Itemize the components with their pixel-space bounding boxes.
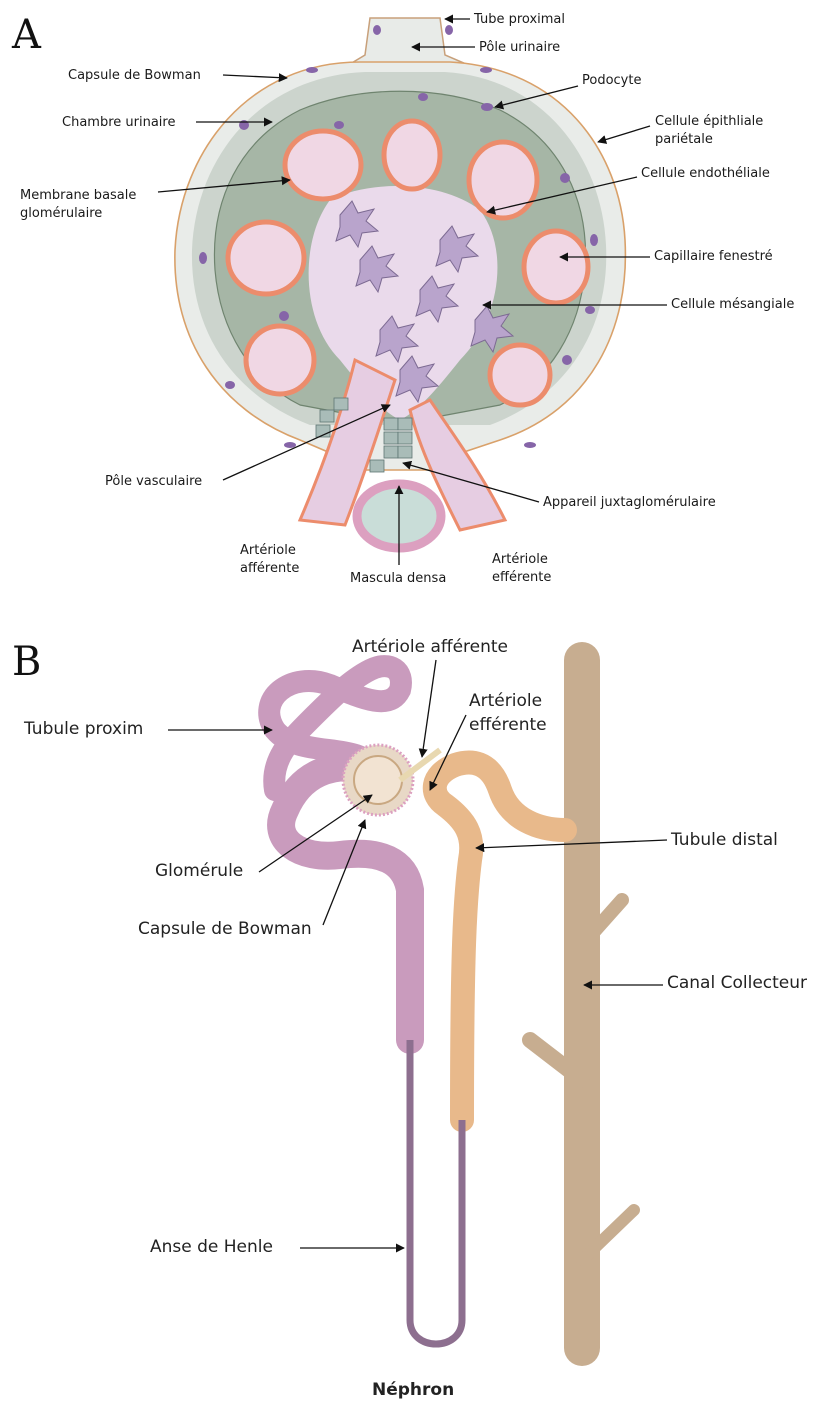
label-membrane-1: Membrane basale (20, 188, 136, 203)
capillary-loop (469, 142, 537, 218)
label-art-eff-2-b: efférente (469, 715, 547, 735)
label-art-aff-1: Artériole (240, 543, 296, 558)
glomerulus-illustration (175, 18, 626, 548)
label-art-eff-2: efférente (492, 570, 551, 585)
label-art-eff-1-b: Artériole (469, 691, 542, 711)
label-cellule-epith-2: pariétale (655, 132, 713, 147)
label-art-eff-1: Artériole (492, 552, 548, 567)
label-pole-urinaire: Pôle urinaire (479, 40, 560, 55)
figure-caption: Néphron (372, 1380, 454, 1400)
distal-tubule (435, 763, 565, 1120)
label-chambre-urinaire: Chambre urinaire (62, 115, 175, 130)
label-pole-vasc: Pôle vasculaire (105, 474, 202, 489)
glomerulus (354, 756, 402, 804)
label-capsule-bowman-b: Capsule de Bowman (138, 919, 312, 939)
nephron-illustration (269, 660, 634, 1348)
label-glomerule: Glomérule (155, 861, 243, 881)
capillary-loop (384, 121, 440, 189)
collecting-duct (530, 660, 634, 1348)
label-appareil: Appareil juxtaglomérulaire (543, 495, 716, 510)
label-tubule-proxim: Tubule proxim (23, 719, 143, 739)
label-mascula: Mascula densa (350, 571, 446, 586)
capillary-loop (246, 326, 314, 394)
arrow (598, 126, 650, 142)
label-canal: Canal Collecteur (667, 973, 807, 993)
label-capsule-bowman: Capsule de Bowman (68, 68, 201, 83)
label-art-aff-b: Artériole afférente (352, 637, 508, 657)
label-cellule-endo: Cellule endothéliale (641, 166, 770, 181)
label-capillaire: Capillaire fenestré (654, 249, 773, 264)
label-podocyte: Podocyte (582, 73, 641, 88)
label-tubule-distal: Tubule distal (670, 830, 778, 850)
label-membrane-2: glomérulaire (20, 206, 102, 221)
panel-label-b: B (12, 639, 41, 685)
label-anse: Anse de Henle (150, 1237, 273, 1257)
label-mesangiale: Cellule mésangiale (671, 297, 794, 312)
capillary-loop (285, 131, 361, 199)
capillary-loop (228, 222, 304, 294)
arrow (422, 660, 436, 757)
arrow (323, 820, 365, 925)
arrow (223, 75, 287, 78)
label-cellule-epith-1: Cellule épithliale (655, 114, 763, 129)
label-tube-proximal: Tube proximal (473, 12, 565, 27)
label-art-aff-2: afférente (240, 561, 299, 576)
panel-label-a: A (11, 12, 42, 58)
capillary-loop (524, 231, 588, 303)
capillary-loop (490, 345, 550, 405)
